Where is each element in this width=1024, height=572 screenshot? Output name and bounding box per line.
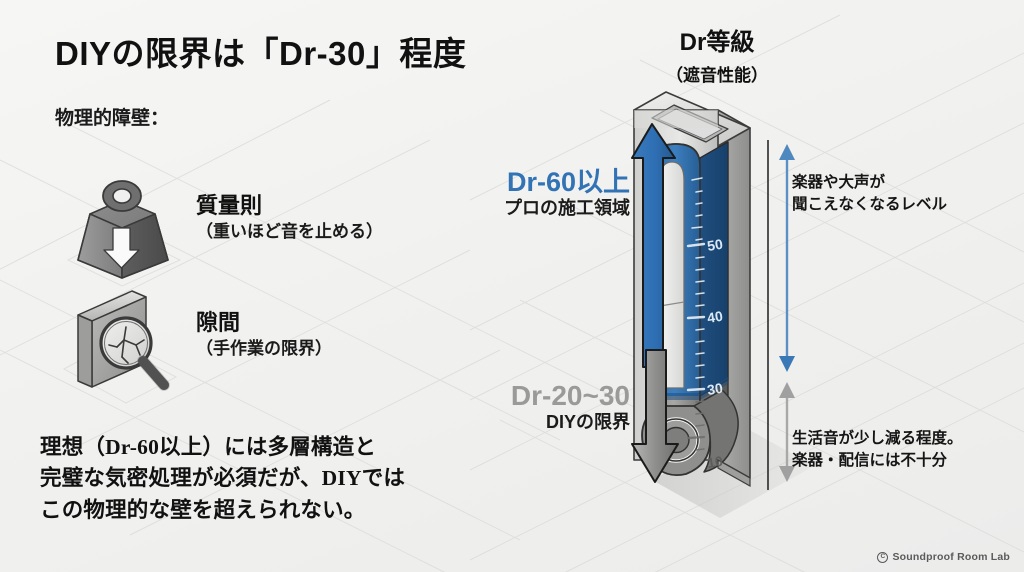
magnifier-wall-crack-icon	[62, 290, 178, 404]
zone-label-pro: Dr-60以上 プロの施工領域	[430, 168, 630, 219]
scale-label-40: 40	[706, 308, 724, 326]
annotation-top-line-1: 楽器や大声が	[792, 174, 886, 191]
annotation-top: 楽器や大声が 聞こえなくなるレベル	[792, 172, 947, 216]
page-title: DIYの限界は「Dr-30」程度	[55, 35, 467, 72]
thermometer-heading-group: Dr等級 （遮音性能）	[612, 29, 822, 86]
scale-label-30: 30	[706, 380, 724, 398]
scale-label-10: 10	[706, 453, 724, 471]
measurement-brackets	[767, 140, 795, 490]
footer-text: Soundproof Room Lab	[892, 551, 1010, 563]
arrow-down-gray	[631, 349, 679, 483]
zone-label-diy: Dr-20~30 DIYの限界	[430, 381, 630, 433]
bracket-arrow-top	[779, 144, 795, 372]
weight-block-icon	[66, 180, 182, 287]
arrow-up-blue	[631, 123, 676, 368]
summary-line-2: 完璧な気密処理が必須だが、DIYでは	[40, 466, 406, 491]
zone-pro-value: Dr-60以上	[506, 167, 630, 197]
zone-diy-value: Dr-20~30	[510, 380, 630, 411]
feature-gap-subtitle: （手作業の限界）	[196, 339, 332, 359]
zone-pro-caption: プロの施工領域	[504, 198, 630, 219]
summary-line-3: この物理的な壁を超えられない。	[40, 497, 366, 522]
bracket-arrow-bottom	[779, 382, 795, 482]
summary-paragraph: 理想（Dr-60以上）には多層構造と 完璧な気密処理が必須だが、DIYでは この…	[40, 432, 405, 526]
annotation-bottom: 生活音が少し減る程度。 楽器・配信には不十分	[792, 428, 963, 472]
feature-mass-law-subtitle: （重いほど音を止める）	[196, 222, 383, 242]
scale-label-50: 50	[706, 236, 724, 254]
footer-watermark: C Soundproof Room Lab	[877, 551, 1010, 563]
section-subheading: 物理的障壁：	[55, 108, 170, 129]
feature-mass-law-title: 質量則	[196, 193, 263, 218]
thermometer-heading: Dr等級	[679, 29, 755, 56]
annotation-bottom-line-1: 生活音が少し減る程度。	[792, 430, 963, 447]
thermometer-subheading: （遮音性能）	[666, 66, 768, 86]
feature-gap: 隙間 （手作業の限界）	[196, 310, 332, 360]
feature-mass-law: 質量則 （重いほど音を止める）	[196, 193, 383, 243]
annotation-top-line-2: 聞こえなくなるレベル	[792, 196, 948, 213]
copyright-icon: C	[877, 551, 889, 563]
summary-line-1: 理想（Dr-60以上）には多層構造と	[40, 435, 377, 459]
annotation-bottom-line-2: 楽器・配信には不十分	[792, 452, 948, 469]
zone-diy-caption: DIYの限界	[545, 412, 630, 433]
feature-gap-title: 隙間	[196, 310, 241, 335]
